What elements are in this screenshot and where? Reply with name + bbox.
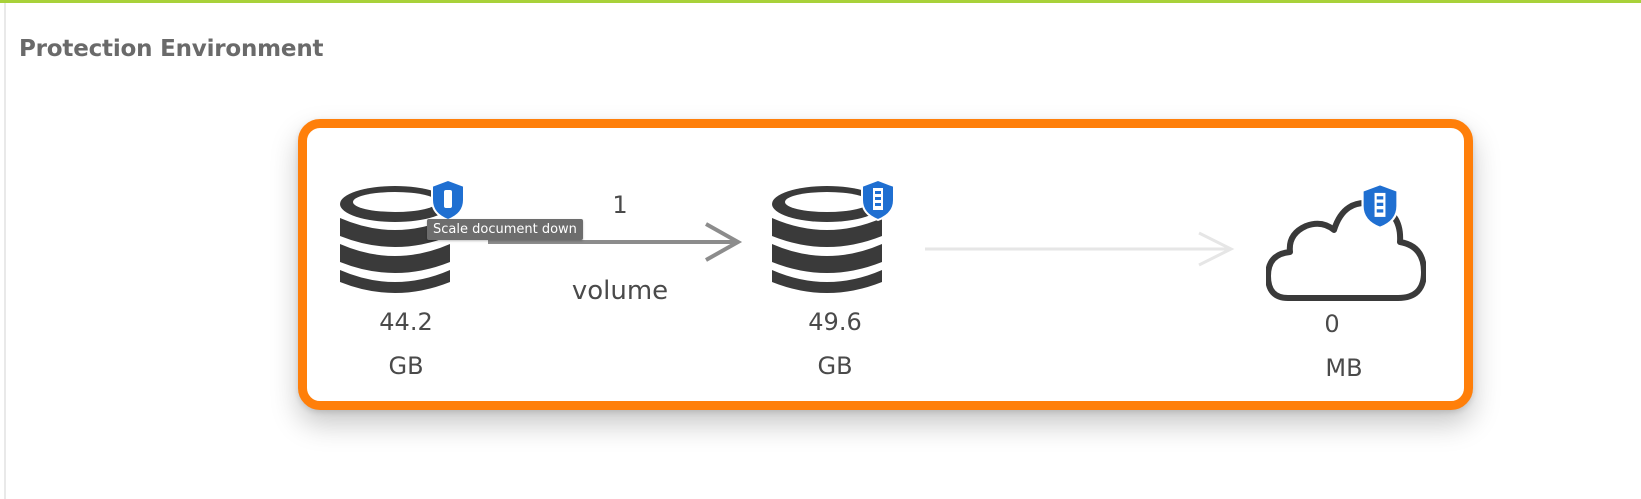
shield-icon [1361, 183, 1399, 229]
replication-arrow[interactable] [488, 222, 748, 262]
source-volume-size: 44.2 [379, 308, 433, 336]
cloud-replication-arrow[interactable] [925, 229, 1235, 269]
cloud-node[interactable] [1265, 182, 1427, 304]
panel-left-border [4, 3, 6, 499]
section-title: Protection Environment [19, 36, 324, 62]
top-accent-bar [0, 0, 1641, 3]
source-volume-unit: GB [388, 352, 424, 380]
target-volume-unit: GB [817, 352, 853, 380]
cloud-unit: MB [1325, 354, 1363, 382]
tooltip: Scale document down [427, 219, 583, 240]
cloud-size: 0 [1324, 310, 1340, 338]
target-volume-node[interactable] [772, 178, 902, 300]
cloud-icon [1265, 200, 1427, 301]
database-icon [772, 186, 882, 293]
shield-icon [431, 178, 465, 222]
target-volume-size: 49.6 [808, 308, 862, 336]
replication-label: volume [571, 276, 669, 306]
database-icon [340, 186, 450, 293]
shield-icon [861, 178, 895, 222]
replication-count: 1 [612, 191, 628, 219]
